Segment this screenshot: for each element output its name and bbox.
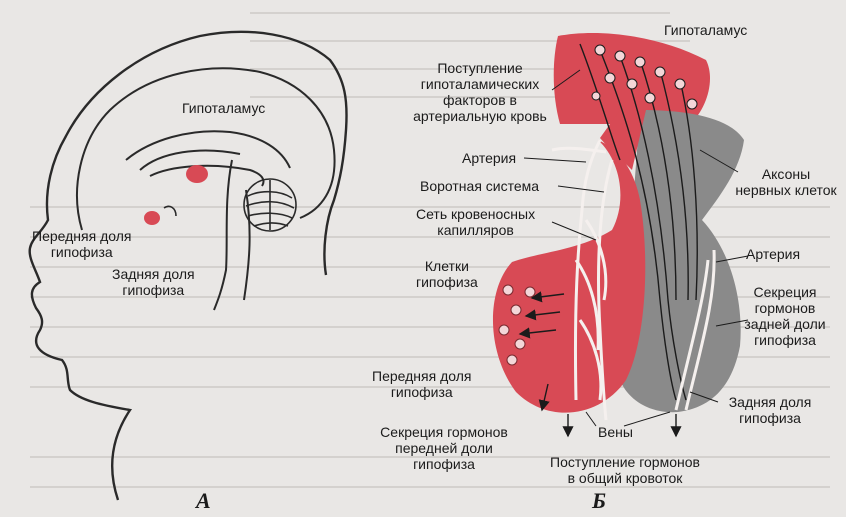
label-line: Сеть кровеносных bbox=[416, 206, 535, 222]
label-posterior-b: Задняя доля гипофиза bbox=[710, 394, 830, 426]
label-line: гипофиза bbox=[710, 410, 830, 426]
panel-letter-b: Б bbox=[592, 488, 606, 514]
label-line: гипоталамических bbox=[405, 76, 555, 92]
label-line: Задняя доля bbox=[112, 266, 195, 282]
label-line: гормонов bbox=[730, 300, 840, 316]
label-artery-left: Артерия bbox=[462, 150, 516, 166]
label-line: Секреция bbox=[730, 284, 840, 300]
panel-letter-a: А bbox=[196, 488, 211, 514]
cerebellum bbox=[244, 179, 296, 231]
label-line: гипофиза bbox=[372, 384, 471, 400]
label-line: Передняя доля bbox=[372, 368, 471, 384]
label-line: факторов в bbox=[405, 92, 555, 108]
label-secretion-posterior: Секреция гормонов задней доли гипофиза bbox=[730, 284, 840, 348]
label-secretion-anterior: Секреция гормонов передней доли гипофиза bbox=[370, 424, 518, 472]
label-line: Секреция гормонов bbox=[370, 424, 518, 440]
label-capillaries: Сеть кровеносных капилляров bbox=[416, 206, 535, 238]
label-line: Аксоны bbox=[730, 166, 842, 182]
label-line: Задняя доля bbox=[710, 394, 830, 410]
label-line: капилляров bbox=[416, 222, 535, 238]
label-line: Клетки bbox=[416, 258, 478, 274]
label-hypothalamus-b: Гипоталамус bbox=[664, 22, 747, 38]
label-line: гипофиза bbox=[32, 244, 131, 260]
label-posterior-a: Задняя доля гипофиза bbox=[112, 266, 195, 298]
label-portal-system: Воротная система bbox=[420, 178, 539, 194]
label-line: гипофиза bbox=[730, 332, 840, 348]
label-hypothalamus-a: Гипоталамус bbox=[182, 100, 265, 116]
pituitary-marker-a bbox=[144, 211, 160, 225]
label-anterior-a: Передняя доля гипофиза bbox=[32, 228, 131, 260]
label-line: Передняя доля bbox=[32, 228, 131, 244]
label-line: в общий кровоток bbox=[540, 470, 710, 486]
label-artery-right: Артерия bbox=[746, 246, 800, 262]
label-line: Поступление гормонов bbox=[540, 454, 710, 470]
label-axons: Аксоны нервных клеток bbox=[730, 166, 842, 198]
hypothalamus-marker-a bbox=[186, 165, 208, 183]
label-line: гипофиза bbox=[370, 456, 518, 472]
label-line: гипофиза bbox=[112, 282, 195, 298]
label-line: нервных клеток bbox=[730, 182, 842, 198]
label-line: задней доли bbox=[730, 316, 840, 332]
label-line: гипофиза bbox=[416, 274, 478, 290]
label-anterior-b: Передняя доля гипофиза bbox=[372, 368, 471, 400]
label-veins: Вены bbox=[598, 424, 633, 440]
label-line: Поступление bbox=[405, 60, 555, 76]
label-line: передней доли bbox=[370, 440, 518, 456]
label-pituitary-cells: Клетки гипофиза bbox=[416, 258, 478, 290]
label-outflow: Поступление гормонов в общий кровоток bbox=[540, 454, 710, 486]
label-line: артериальную кровь bbox=[405, 108, 555, 124]
label-inflow: Поступление гипоталамических факторов в … bbox=[405, 60, 555, 124]
